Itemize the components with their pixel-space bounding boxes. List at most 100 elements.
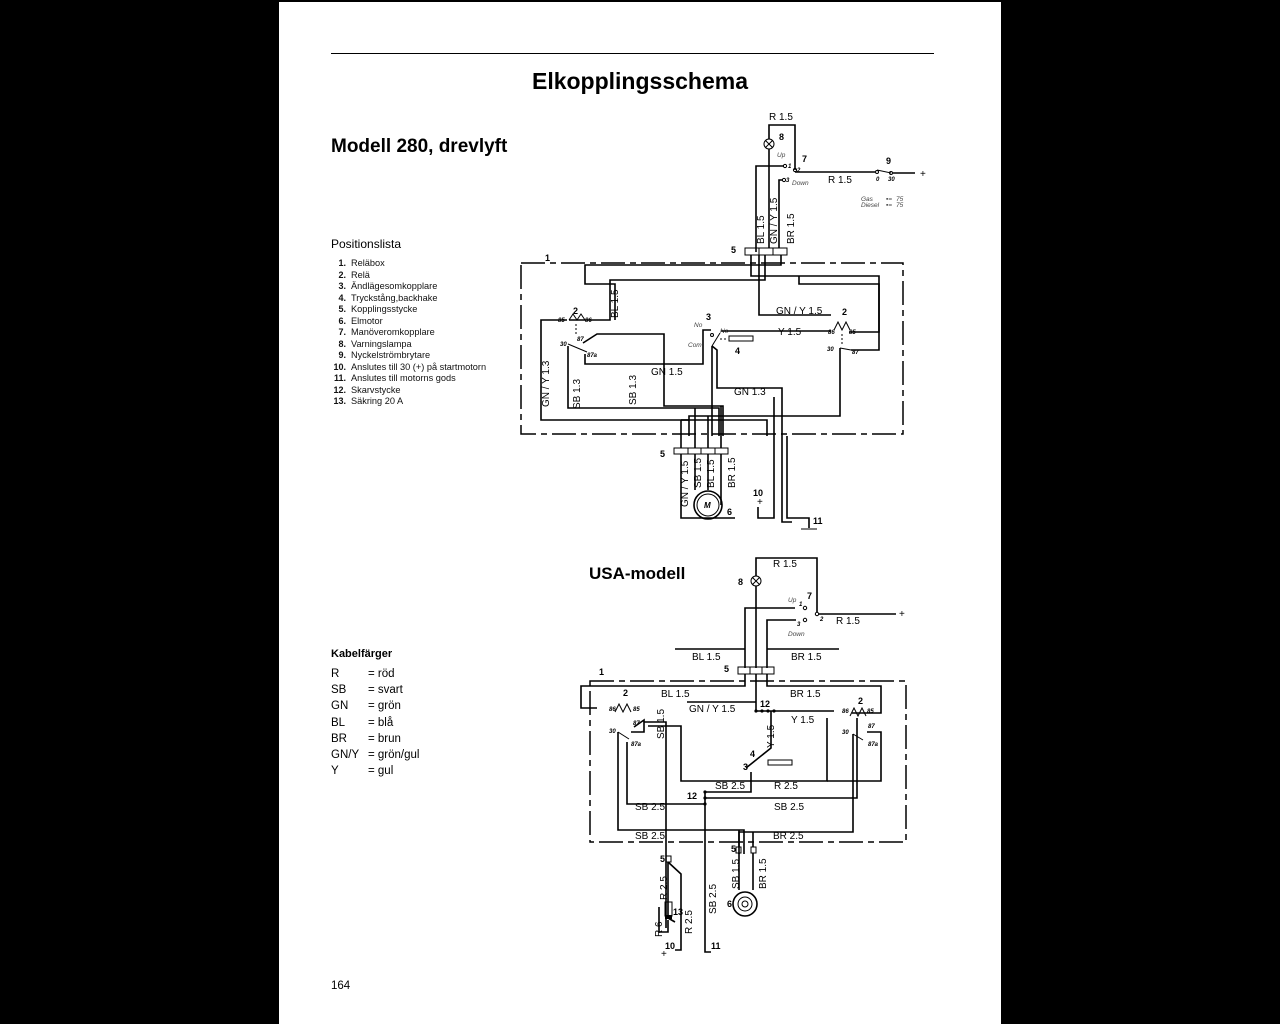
svg-text:Up: Up	[788, 597, 797, 604]
svg-text:0: 0	[876, 177, 880, 183]
switch-up-label: Up	[777, 152, 786, 159]
ref-number: 2	[573, 306, 578, 316]
ref-number: 4	[750, 749, 755, 759]
document-page: Elkopplingsschema Modell 280, drevlyft U…	[279, 2, 1001, 1024]
svg-text:Y 1.5: Y 1.5	[766, 724, 777, 748]
ref-number: 7	[802, 154, 807, 164]
list-item: 5.Kopplingsstycke	[338, 304, 418, 314]
ref-number: 10	[665, 941, 675, 951]
svg-text:R 1.5: R 1.5	[773, 559, 797, 570]
ref-number: 7	[807, 591, 812, 601]
switch-down-label: Down	[792, 180, 809, 187]
relay-coil-icon	[568, 313, 586, 321]
ref-number: 5	[660, 854, 665, 864]
ref-number: 5	[660, 449, 665, 459]
svg-text:No: No	[694, 322, 703, 329]
list-item: 2.Relä	[338, 269, 370, 280]
ref-number: 9	[886, 156, 891, 166]
ref-number: 10	[753, 488, 763, 498]
list-item: 3.Ändlägesomkopplare	[338, 281, 438, 291]
svg-text:30: 30	[888, 177, 895, 183]
ref-number: 4	[735, 346, 740, 356]
svg-text:GN 1.5: GN 1.5	[651, 367, 683, 378]
svg-text:2: 2	[796, 168, 801, 174]
ref-number: 11	[813, 516, 823, 526]
cable-colors-title: Kabelfärger	[331, 648, 393, 660]
wiring-diagrams: R 1.5 8 Up 1 7 2 3 Down R 1.5 9	[520, 112, 926, 960]
list-item: 9.Nyckelströmbrytare	[338, 350, 431, 360]
list-item: 6.Elmotor	[338, 315, 383, 326]
push-rod-icon	[728, 335, 754, 342]
list-item: 8.Varningslampa	[338, 338, 412, 349]
svg-text:▪=: ▪=	[886, 202, 892, 209]
gas-key-code: ▪=	[886, 196, 892, 203]
wire	[768, 124, 796, 170]
svg-text:BR 2.5: BR 2.5	[773, 831, 804, 842]
svg-text:87a: 87a	[631, 742, 642, 748]
svg-text:R 2.5: R 2.5	[684, 910, 695, 934]
svg-text:M: M	[704, 501, 711, 510]
svg-text:Y 1.5: Y 1.5	[778, 327, 802, 338]
svg-text:87a: 87a	[868, 742, 879, 748]
svg-text:87a: 87a	[587, 353, 598, 359]
svg-text:Com: Com	[688, 342, 702, 349]
svg-text:3: 3	[786, 178, 790, 184]
svg-text:30: 30	[560, 342, 567, 348]
svg-text:+: +	[661, 949, 667, 960]
svg-text:1: 1	[788, 164, 792, 170]
svg-text:SB 1.5: SB 1.5	[656, 709, 667, 739]
svg-text:GN 1.3: GN 1.3	[734, 387, 766, 398]
ref-number: 1	[545, 253, 550, 263]
ref-number: 8	[779, 132, 784, 142]
connector-block	[744, 247, 788, 256]
cable-color-row: GN/Y= grön/gul	[331, 749, 420, 762]
top-wiring-diagram: R 1.5 8 Up 1 7 2 3 Down R 1.5 9	[520, 112, 926, 530]
connector-block	[737, 666, 775, 675]
ref-number: 5	[731, 844, 736, 854]
plus-terminal: +	[920, 169, 926, 180]
relay-box-outline	[589, 680, 907, 843]
svg-text:Diesel: Diesel	[861, 202, 880, 209]
list-item: 7.Manöveromkopplare	[338, 327, 435, 337]
position-list-title: Positionslista	[331, 237, 402, 251]
list-item: 13.Säkring 20 A	[333, 396, 404, 406]
svg-text:BR 1.5: BR 1.5	[791, 652, 822, 663]
svg-text:30: 30	[827, 347, 834, 353]
svg-text:86: 86	[828, 330, 835, 336]
cable-color-row: BL= blå	[331, 716, 394, 729]
svg-text:SB 2.5: SB 2.5	[635, 802, 665, 813]
svg-text:BL 1.5: BL 1.5	[661, 689, 690, 700]
relay-coil-icon	[833, 320, 851, 332]
svg-text:85: 85	[633, 707, 640, 713]
svg-text:R 6: R 6	[654, 921, 665, 937]
svg-text:85: 85	[867, 709, 874, 715]
usa-wiring-diagram: R 1.5 8 Up 7 1 3 Down 2 + R 1.5 BL 1.5 B…	[580, 557, 907, 960]
svg-text:SB 1.3: SB 1.3	[628, 375, 639, 405]
ref-number: 8	[738, 577, 743, 587]
svg-text:BR 1.5: BR 1.5	[727, 457, 738, 488]
page-number: 164	[331, 980, 351, 992]
svg-text:85: 85	[849, 330, 856, 336]
list-item: 4.Tryckstång,backhake	[338, 292, 438, 303]
svg-text:BR 1.5: BR 1.5	[786, 213, 797, 244]
push-rod-icon	[767, 759, 793, 766]
ref-number: 6	[727, 507, 732, 517]
connector-block	[750, 846, 757, 854]
ref-number: 6	[727, 899, 732, 909]
model-heading: Modell 280, drevlyft	[331, 136, 508, 157]
ref-number: 11	[711, 941, 721, 951]
svg-text:Down: Down	[788, 631, 805, 638]
list-item: 1.Reläbox	[338, 258, 385, 268]
svg-text:3: 3	[797, 622, 801, 628]
svg-text:30: 30	[609, 729, 616, 735]
ref-number: 1	[599, 667, 604, 677]
horn-motor-icon	[732, 891, 758, 917]
svg-text:75: 75	[896, 202, 904, 209]
svg-text:SB 2.5: SB 2.5	[774, 802, 804, 813]
svg-text:BR 1.5: BR 1.5	[790, 689, 821, 700]
svg-text:87: 87	[852, 350, 859, 356]
svg-text:SB 2.5: SB 2.5	[708, 884, 719, 914]
cable-color-row: BR= brun	[331, 732, 401, 745]
ref-number: 5	[731, 245, 736, 255]
svg-text:+: +	[899, 609, 905, 620]
